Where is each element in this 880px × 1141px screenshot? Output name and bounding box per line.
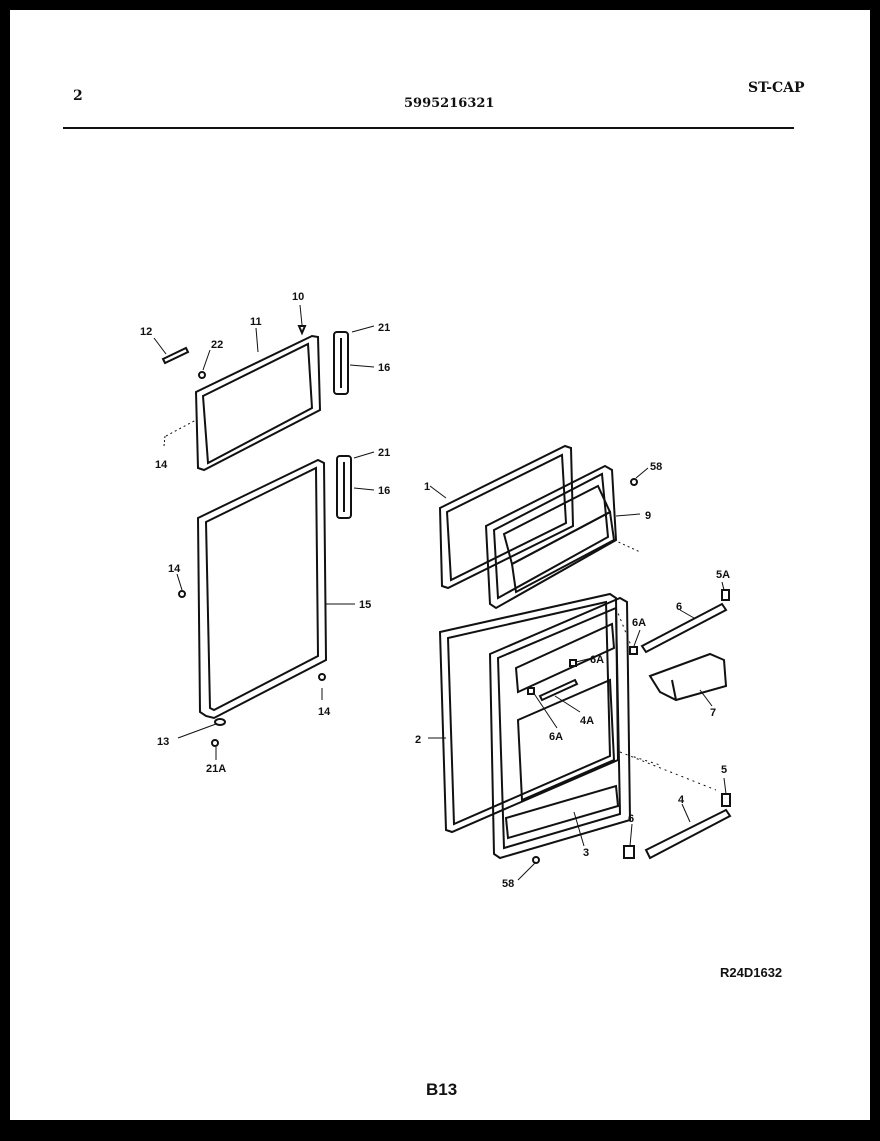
screw-10-part <box>297 325 307 336</box>
callout-3: 3 <box>583 847 589 859</box>
fresh-food-liner-part <box>488 596 632 860</box>
callout-7: 7 <box>710 707 716 719</box>
callout-4A: 4A <box>580 715 594 727</box>
screw-14-bottom-part <box>318 673 326 681</box>
drawing-sheet <box>10 10 870 1120</box>
callout-6A-lower: 6A <box>549 731 563 743</box>
freezer-gasket-part <box>194 334 322 472</box>
freezer-liner-part <box>484 464 618 610</box>
clip-6A-right-part <box>629 646 638 655</box>
clip-6A-upper-part <box>569 659 577 667</box>
fresh-food-gasket-part <box>196 458 328 720</box>
callout-6A-upper: 6A <box>590 654 604 666</box>
screw-58-lower-part <box>532 856 540 864</box>
callout-14-upper: 14 <box>155 459 168 471</box>
callout-21A: 21A <box>206 763 226 775</box>
page-code: B13 <box>426 1080 458 1099</box>
callout-6-lower: 6 <box>628 813 634 825</box>
rail-4A-part <box>538 678 579 702</box>
door-bin-7-part <box>648 652 728 702</box>
screw-22-part <box>198 371 206 379</box>
callout-58-upper: 58 <box>650 461 662 473</box>
freezer-door-part <box>438 444 575 590</box>
drawing-code: R24D1632 <box>720 965 783 980</box>
bar-6-part <box>640 602 728 654</box>
callout-4: 4 <box>678 794 685 806</box>
callout-1: 1 <box>424 481 430 493</box>
lower-handle-part <box>336 455 352 519</box>
callout-16-lower: 16 <box>378 485 390 497</box>
leader-lines <box>153 304 727 881</box>
callout-14-bottom: 14 <box>318 706 331 718</box>
callout-6A-right: 6A <box>632 617 646 629</box>
header-rule <box>63 127 794 129</box>
callout-14-left: 14 <box>168 563 181 575</box>
page-number: 2 <box>73 88 83 104</box>
callout-13: 13 <box>157 736 169 748</box>
model-code: ST-CAP <box>748 80 805 96</box>
hinge-13-part <box>214 718 226 726</box>
end-cap-5-part <box>721 793 731 807</box>
part-number: 5995216321 <box>404 96 495 111</box>
callout-21-upper: 21 <box>378 322 390 334</box>
callout-5A: 5A <box>716 569 730 581</box>
end-cap-6-part <box>623 845 635 859</box>
callout-10: 10 <box>292 291 304 303</box>
bar-4-part <box>644 808 732 860</box>
callout-58-lower: 58 <box>502 878 514 890</box>
callout-22: 22 <box>211 339 223 351</box>
callout-5: 5 <box>721 764 727 776</box>
callout-9: 9 <box>645 510 651 522</box>
callout-2: 2 <box>415 734 421 746</box>
end-cap-5A-part <box>721 589 730 601</box>
screw-14-left-part <box>178 590 186 598</box>
clip-6A-lower-part <box>527 687 535 695</box>
pin-21A-part <box>211 739 219 747</box>
callout-12: 12 <box>140 326 152 338</box>
handle-cap-part <box>161 346 190 365</box>
screw-58-upper-part <box>630 478 638 486</box>
callout-16-upper: 16 <box>378 362 390 374</box>
callout-6-upper: 6 <box>676 601 682 613</box>
callout-11: 11 <box>250 316 262 328</box>
callout-21-lower: 21 <box>378 447 390 459</box>
upper-handle-part <box>333 331 349 395</box>
callout-15: 15 <box>359 599 371 611</box>
